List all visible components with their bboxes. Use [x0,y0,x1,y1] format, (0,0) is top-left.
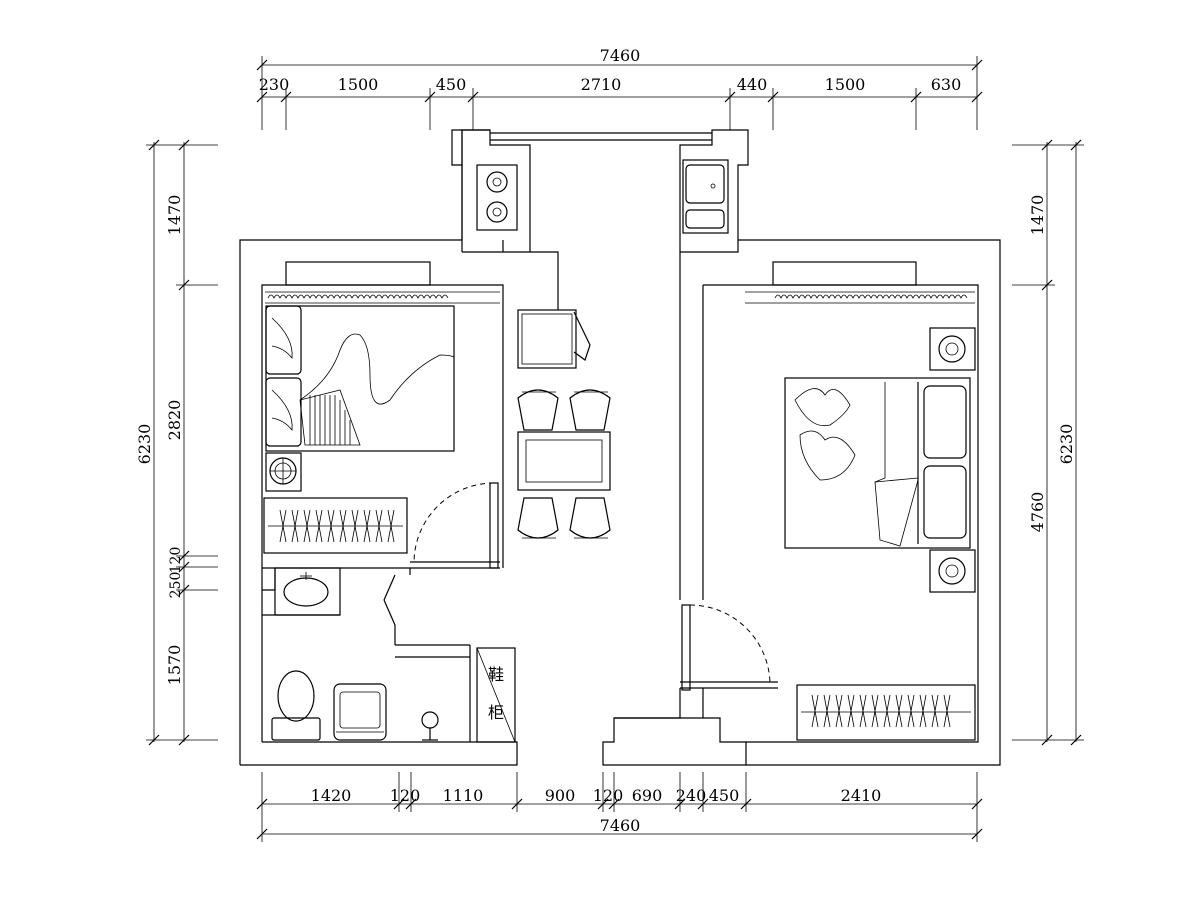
bottom-dim-2: 120 [390,786,421,805]
bottom-dim-9: 2410 [841,786,882,805]
curtain-right [745,291,975,304]
bottom-dim-1: 1420 [311,786,352,805]
gas-stove [476,164,518,231]
left-dim-2: 2820 [165,400,184,441]
dining-table-set [517,389,611,539]
shoe-cabinet-label-2: 柜 [488,703,504,722]
refrigerator [517,309,591,369]
right-bedroom-door[interactable] [680,604,778,691]
shoe-cabinet-label-1: 鞋 [488,665,504,684]
top-dim-3: 450 [436,75,467,94]
left-dim-1: 1470 [165,195,184,236]
right-nightstand-bottom [929,549,976,593]
floor-drain-fan [421,711,439,741]
kitchen-sink [682,159,729,234]
walls [239,129,1001,766]
top-dim-4: 2710 [581,75,622,94]
shoe-cabinet: 鞋 柜 [476,647,516,743]
left-wardrobe [263,497,408,554]
left-dim-5: 1570 [165,645,184,686]
bottom-dim-7: 240 [676,786,707,805]
right-nightstand-top [929,327,976,371]
right-dimensions: 1470 4760 6230 [1012,139,1084,746]
bottom-dim-5: 120 [593,786,624,805]
left-total-dimension: 6230 [135,424,154,465]
left-dimensions: 6230 1470 2820 250 120 1570 [135,139,218,746]
left-dim-4: 120 [168,547,184,574]
top-total-dimension: 7460 [600,46,641,65]
bottom-dim-6: 690 [632,786,663,805]
top-dim-2: 1500 [338,75,379,94]
double-bed [784,377,971,549]
right-total-dimension: 6230 [1057,424,1076,465]
top-dimensions: 7460 230 1500 450 2710 440 1500 630 [256,46,983,130]
right-dim-1: 1470 [1028,195,1047,236]
left-bedroom-door[interactable] [410,482,500,569]
bottom-dimensions: 1420 120 1110 900 120 690 240 450 2410 7… [256,772,983,842]
right-wardrobe [796,684,976,741]
bottom-total-dimension: 7460 [600,816,641,835]
toilet [271,670,321,741]
bathroom [262,567,471,742]
curtain-left [265,291,500,304]
bottom-dim-3: 1110 [443,786,484,805]
right-dim-2: 4760 [1028,492,1047,533]
bottom-dim-8: 450 [709,786,740,805]
washing-machine [333,683,387,741]
bottom-dim-4: 900 [545,786,576,805]
top-dim-1: 230 [259,75,290,94]
left-dim-3: 250 [168,572,184,599]
top-dim-6: 1500 [825,75,866,94]
top-dim-5: 440 [737,75,768,94]
left-nightstand-lamp [265,452,302,492]
left-bed [265,305,455,452]
top-dim-7: 630 [931,75,962,94]
